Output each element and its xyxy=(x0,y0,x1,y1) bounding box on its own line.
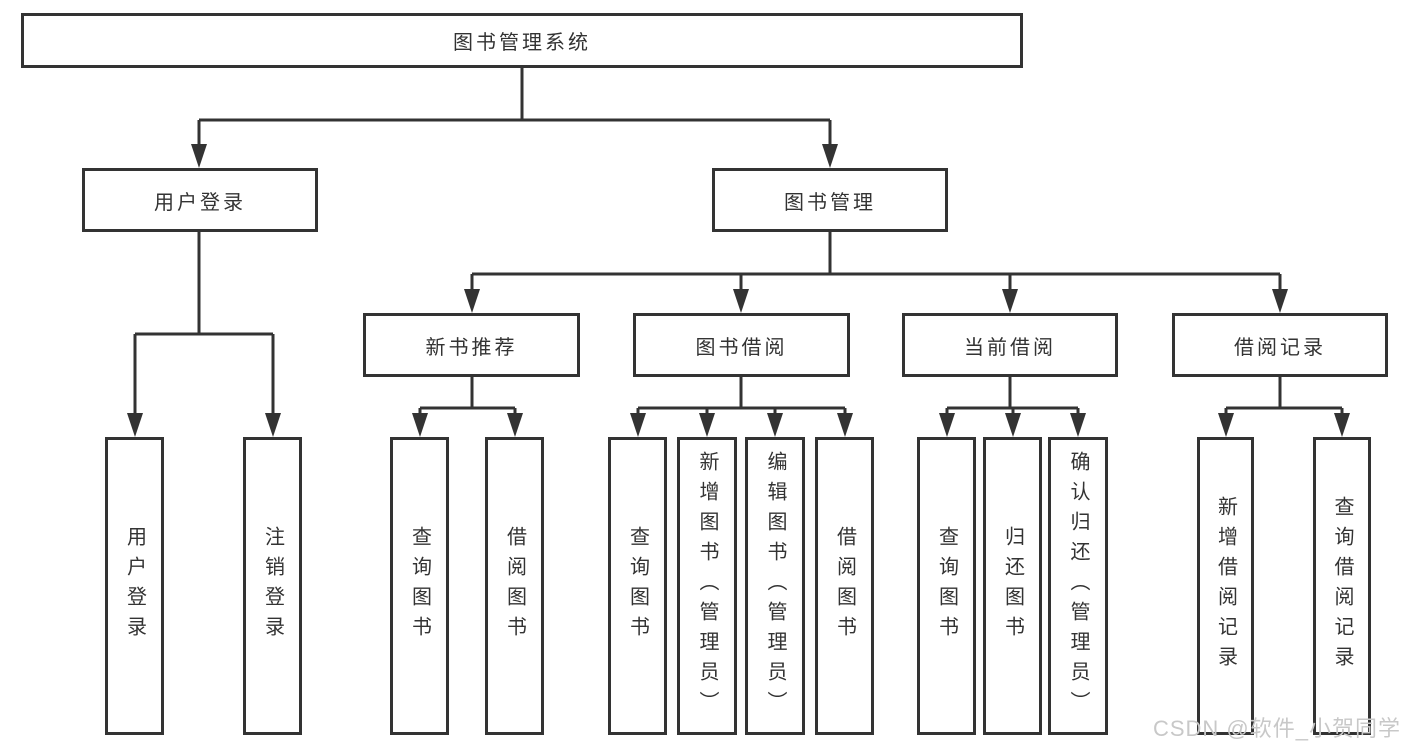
leaf-add-book-admin: 新增图书（管理员） xyxy=(677,437,737,735)
arrowhead xyxy=(822,144,838,168)
leaf-label: 借阅图书 xyxy=(503,526,526,646)
node-book-borrowing: 图书借阅 xyxy=(633,313,850,377)
arrowhead xyxy=(1218,413,1234,437)
node-user-login: 用户登录 xyxy=(82,168,318,232)
arrowhead xyxy=(699,413,715,437)
leaf-label: 查询图书 xyxy=(408,526,431,646)
leaf-query-borrow-record: 查询借阅记录 xyxy=(1313,437,1371,735)
node-book-management: 图书管理 xyxy=(712,168,948,232)
leaf-borrow-books-recommend: 借阅图书 xyxy=(485,437,544,735)
connector-root-to-level2 xyxy=(197,68,832,146)
leaf-label: 新增借阅记录 xyxy=(1214,496,1237,676)
arrowhead xyxy=(412,413,428,437)
arrowhead xyxy=(507,413,523,437)
leaf-label: 查询图书 xyxy=(935,526,958,646)
leaf-add-borrow-record: 新增借阅记录 xyxy=(1197,437,1254,735)
arrowhead xyxy=(630,413,646,437)
leaf-query-books-recommend: 查询图书 xyxy=(390,437,449,735)
leaf-confirm-return-admin: 确认归还（管理员） xyxy=(1048,437,1108,735)
leaf-label: 归还图书 xyxy=(1001,526,1024,646)
arrowhead xyxy=(127,413,143,437)
leaf-user-login: 用户登录 xyxy=(105,437,164,735)
leaf-edit-book-admin: 编辑图书（管理员） xyxy=(745,437,805,735)
leaf-label: 查询借阅记录 xyxy=(1331,496,1353,676)
node-borrowing-records: 借阅记录 xyxy=(1172,313,1388,377)
connector-book-borrowing-to-leaves xyxy=(636,377,847,415)
connector-current-borrowing-to-leaves xyxy=(945,377,1080,415)
node-library-system: 图书管理系统 xyxy=(21,13,1023,68)
arrowhead xyxy=(1002,289,1018,313)
leaf-label: 借阅图书 xyxy=(833,526,856,646)
arrowhead xyxy=(1272,289,1288,313)
arrowhead xyxy=(464,289,480,313)
leaf-label: 新增图书（管理员） xyxy=(696,451,718,721)
node-current-borrowing: 当前借阅 xyxy=(902,313,1118,377)
arrowhead xyxy=(191,144,207,168)
leaf-label: 查询图书 xyxy=(626,526,649,646)
connector-user-login-to-leaves xyxy=(133,232,275,415)
arrowhead xyxy=(1070,413,1086,437)
leaf-label: 编辑图书（管理员） xyxy=(764,451,786,721)
arrowhead xyxy=(1005,413,1021,437)
leaf-borrow-books-borrowing: 借阅图书 xyxy=(815,437,874,735)
leaf-query-books-current: 查询图书 xyxy=(917,437,976,735)
leaf-label: 用户登录 xyxy=(123,526,146,646)
csdn-watermark: CSDN @软件_小贺同学 xyxy=(1152,716,1401,741)
connector-book-management-to-level3 xyxy=(470,232,1282,291)
leaf-query-books-borrowing: 查询图书 xyxy=(608,437,667,735)
leaf-label: 确认归还（管理员） xyxy=(1067,451,1089,721)
leaf-label: 注销登录 xyxy=(261,526,284,646)
connector-new-book-to-leaves xyxy=(418,377,517,415)
node-new-book-recommendation: 新书推荐 xyxy=(363,313,580,377)
arrowhead xyxy=(767,413,783,437)
arrowhead xyxy=(939,413,955,437)
connector-borrowing-records-to-leaves xyxy=(1224,377,1344,415)
leaf-return-books: 归还图书 xyxy=(983,437,1042,735)
arrowhead xyxy=(837,413,853,437)
arrowhead xyxy=(733,289,749,313)
arrowhead xyxy=(1334,413,1350,437)
leaf-logout: 注销登录 xyxy=(243,437,302,735)
arrowhead xyxy=(265,413,281,437)
